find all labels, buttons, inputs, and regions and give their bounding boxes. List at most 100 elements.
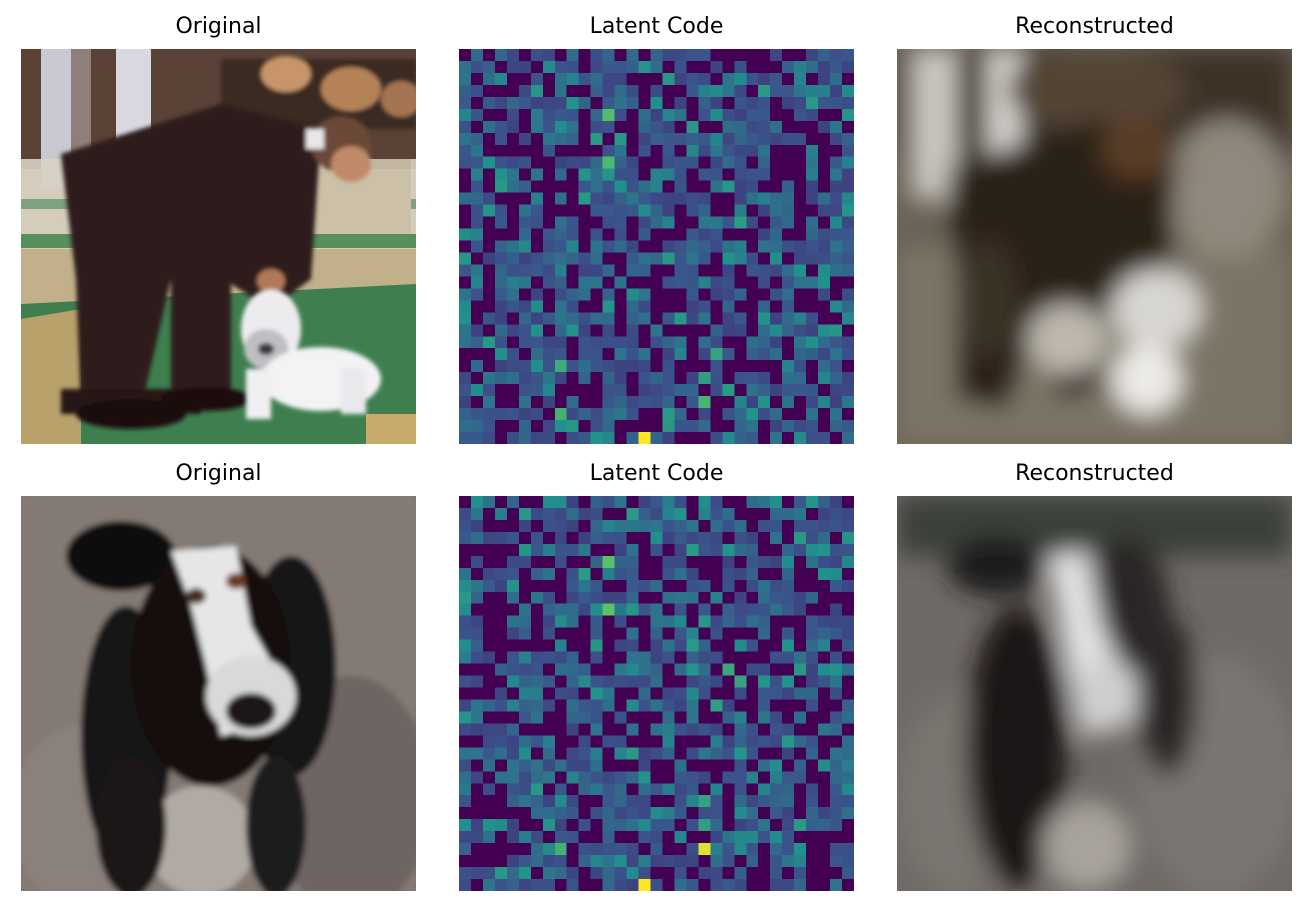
latent-cell	[758, 336, 771, 349]
latent-cell	[590, 543, 604, 557]
latent-cell	[638, 855, 652, 868]
latent-cell	[794, 156, 807, 170]
latent-cell	[470, 496, 484, 509]
latent-cell	[638, 168, 652, 182]
latent-cell	[518, 687, 532, 701]
latent-cell	[590, 639, 604, 653]
latent-cell	[698, 615, 711, 629]
latent-cell	[842, 264, 854, 278]
latent-cell	[674, 615, 688, 629]
latent-cell	[842, 324, 854, 337]
latent-cell	[734, 723, 747, 736]
latent-cell	[734, 252, 747, 266]
latent-cell	[602, 543, 616, 557]
latent-cell	[674, 396, 688, 409]
latent-cell	[674, 663, 688, 677]
latent-cell	[650, 120, 664, 134]
latent-cell	[470, 603, 484, 617]
latent-cell	[782, 687, 795, 701]
latent-cell	[782, 651, 795, 665]
latent-cell	[842, 396, 854, 409]
latent-cell	[746, 831, 759, 844]
latent-cell	[614, 396, 628, 409]
latent-cell	[734, 519, 747, 533]
latent-cell	[782, 432, 795, 444]
latent-cell	[530, 783, 544, 796]
latent-cell	[722, 531, 735, 545]
latent-cell	[626, 507, 640, 521]
latent-cell	[722, 591, 735, 605]
latent-cell	[530, 639, 544, 653]
latent-cell	[602, 228, 616, 242]
latent-cell	[470, 771, 484, 784]
latent-cell	[459, 120, 472, 134]
latent-cell	[758, 687, 771, 701]
latent-cell	[674, 507, 688, 521]
latent-cell	[518, 567, 532, 581]
latent-cell	[842, 687, 854, 701]
latent-cell	[662, 156, 676, 170]
latent-cell	[578, 360, 592, 373]
latent-cell	[650, 555, 664, 569]
latent-cell	[542, 132, 556, 146]
latent-cell	[758, 252, 771, 266]
latent-cell	[578, 180, 592, 194]
latent-cell	[698, 372, 711, 385]
latent-cell	[686, 276, 699, 289]
latent-cell	[614, 432, 628, 444]
latent-cell	[770, 723, 783, 736]
latent-cell	[722, 264, 735, 278]
latent-cell	[470, 84, 484, 98]
latent-cell	[530, 252, 544, 266]
latent-cell	[782, 603, 795, 617]
latent-cell	[530, 144, 544, 158]
latent-cell	[518, 408, 532, 421]
latent-cell	[554, 867, 568, 880]
latent-cell	[686, 747, 699, 760]
latent-cell	[662, 627, 676, 641]
latent-cell	[530, 192, 544, 206]
latent-cell	[746, 264, 759, 278]
latent-cell	[782, 711, 795, 725]
latent-cell	[782, 783, 795, 796]
latent-cell	[842, 879, 854, 891]
latent-cell	[698, 807, 711, 820]
latent-cell	[554, 567, 568, 581]
latent-cell	[506, 855, 520, 868]
latent-cell	[638, 651, 652, 665]
latent-cell	[578, 759, 592, 772]
latent-cell	[674, 831, 688, 844]
latent-cell	[758, 312, 771, 325]
latent-cell	[746, 180, 759, 194]
latent-cell	[530, 496, 544, 509]
latent-cell	[590, 627, 604, 641]
latent-cell	[746, 300, 759, 313]
latent-cell	[794, 168, 807, 182]
latent-cell	[794, 771, 807, 784]
latent-cell	[674, 555, 688, 569]
latent-cell	[710, 360, 723, 373]
latent-cell	[830, 843, 843, 856]
latent-cell	[542, 735, 556, 748]
latent-cell	[770, 264, 783, 278]
latent-cell	[794, 735, 807, 748]
latent-cell	[542, 420, 556, 433]
latent-cell	[746, 396, 759, 409]
latent-cell	[806, 663, 819, 677]
latent-cell	[650, 336, 664, 349]
latent-cell	[626, 663, 640, 677]
latent-cell	[506, 711, 520, 725]
latent-cell	[650, 276, 664, 289]
latent-cell	[566, 663, 580, 677]
latent-cell	[470, 507, 484, 521]
latent-cell	[830, 60, 843, 74]
latent-cell	[674, 723, 688, 736]
latent-cell	[506, 120, 520, 134]
latent-cell	[602, 496, 616, 509]
latent-cell	[470, 567, 484, 581]
latent-cell	[842, 819, 854, 832]
latent-cell	[698, 300, 711, 313]
latent-cell	[459, 651, 472, 665]
latent-cell	[459, 627, 472, 641]
latent-cell	[734, 360, 747, 373]
